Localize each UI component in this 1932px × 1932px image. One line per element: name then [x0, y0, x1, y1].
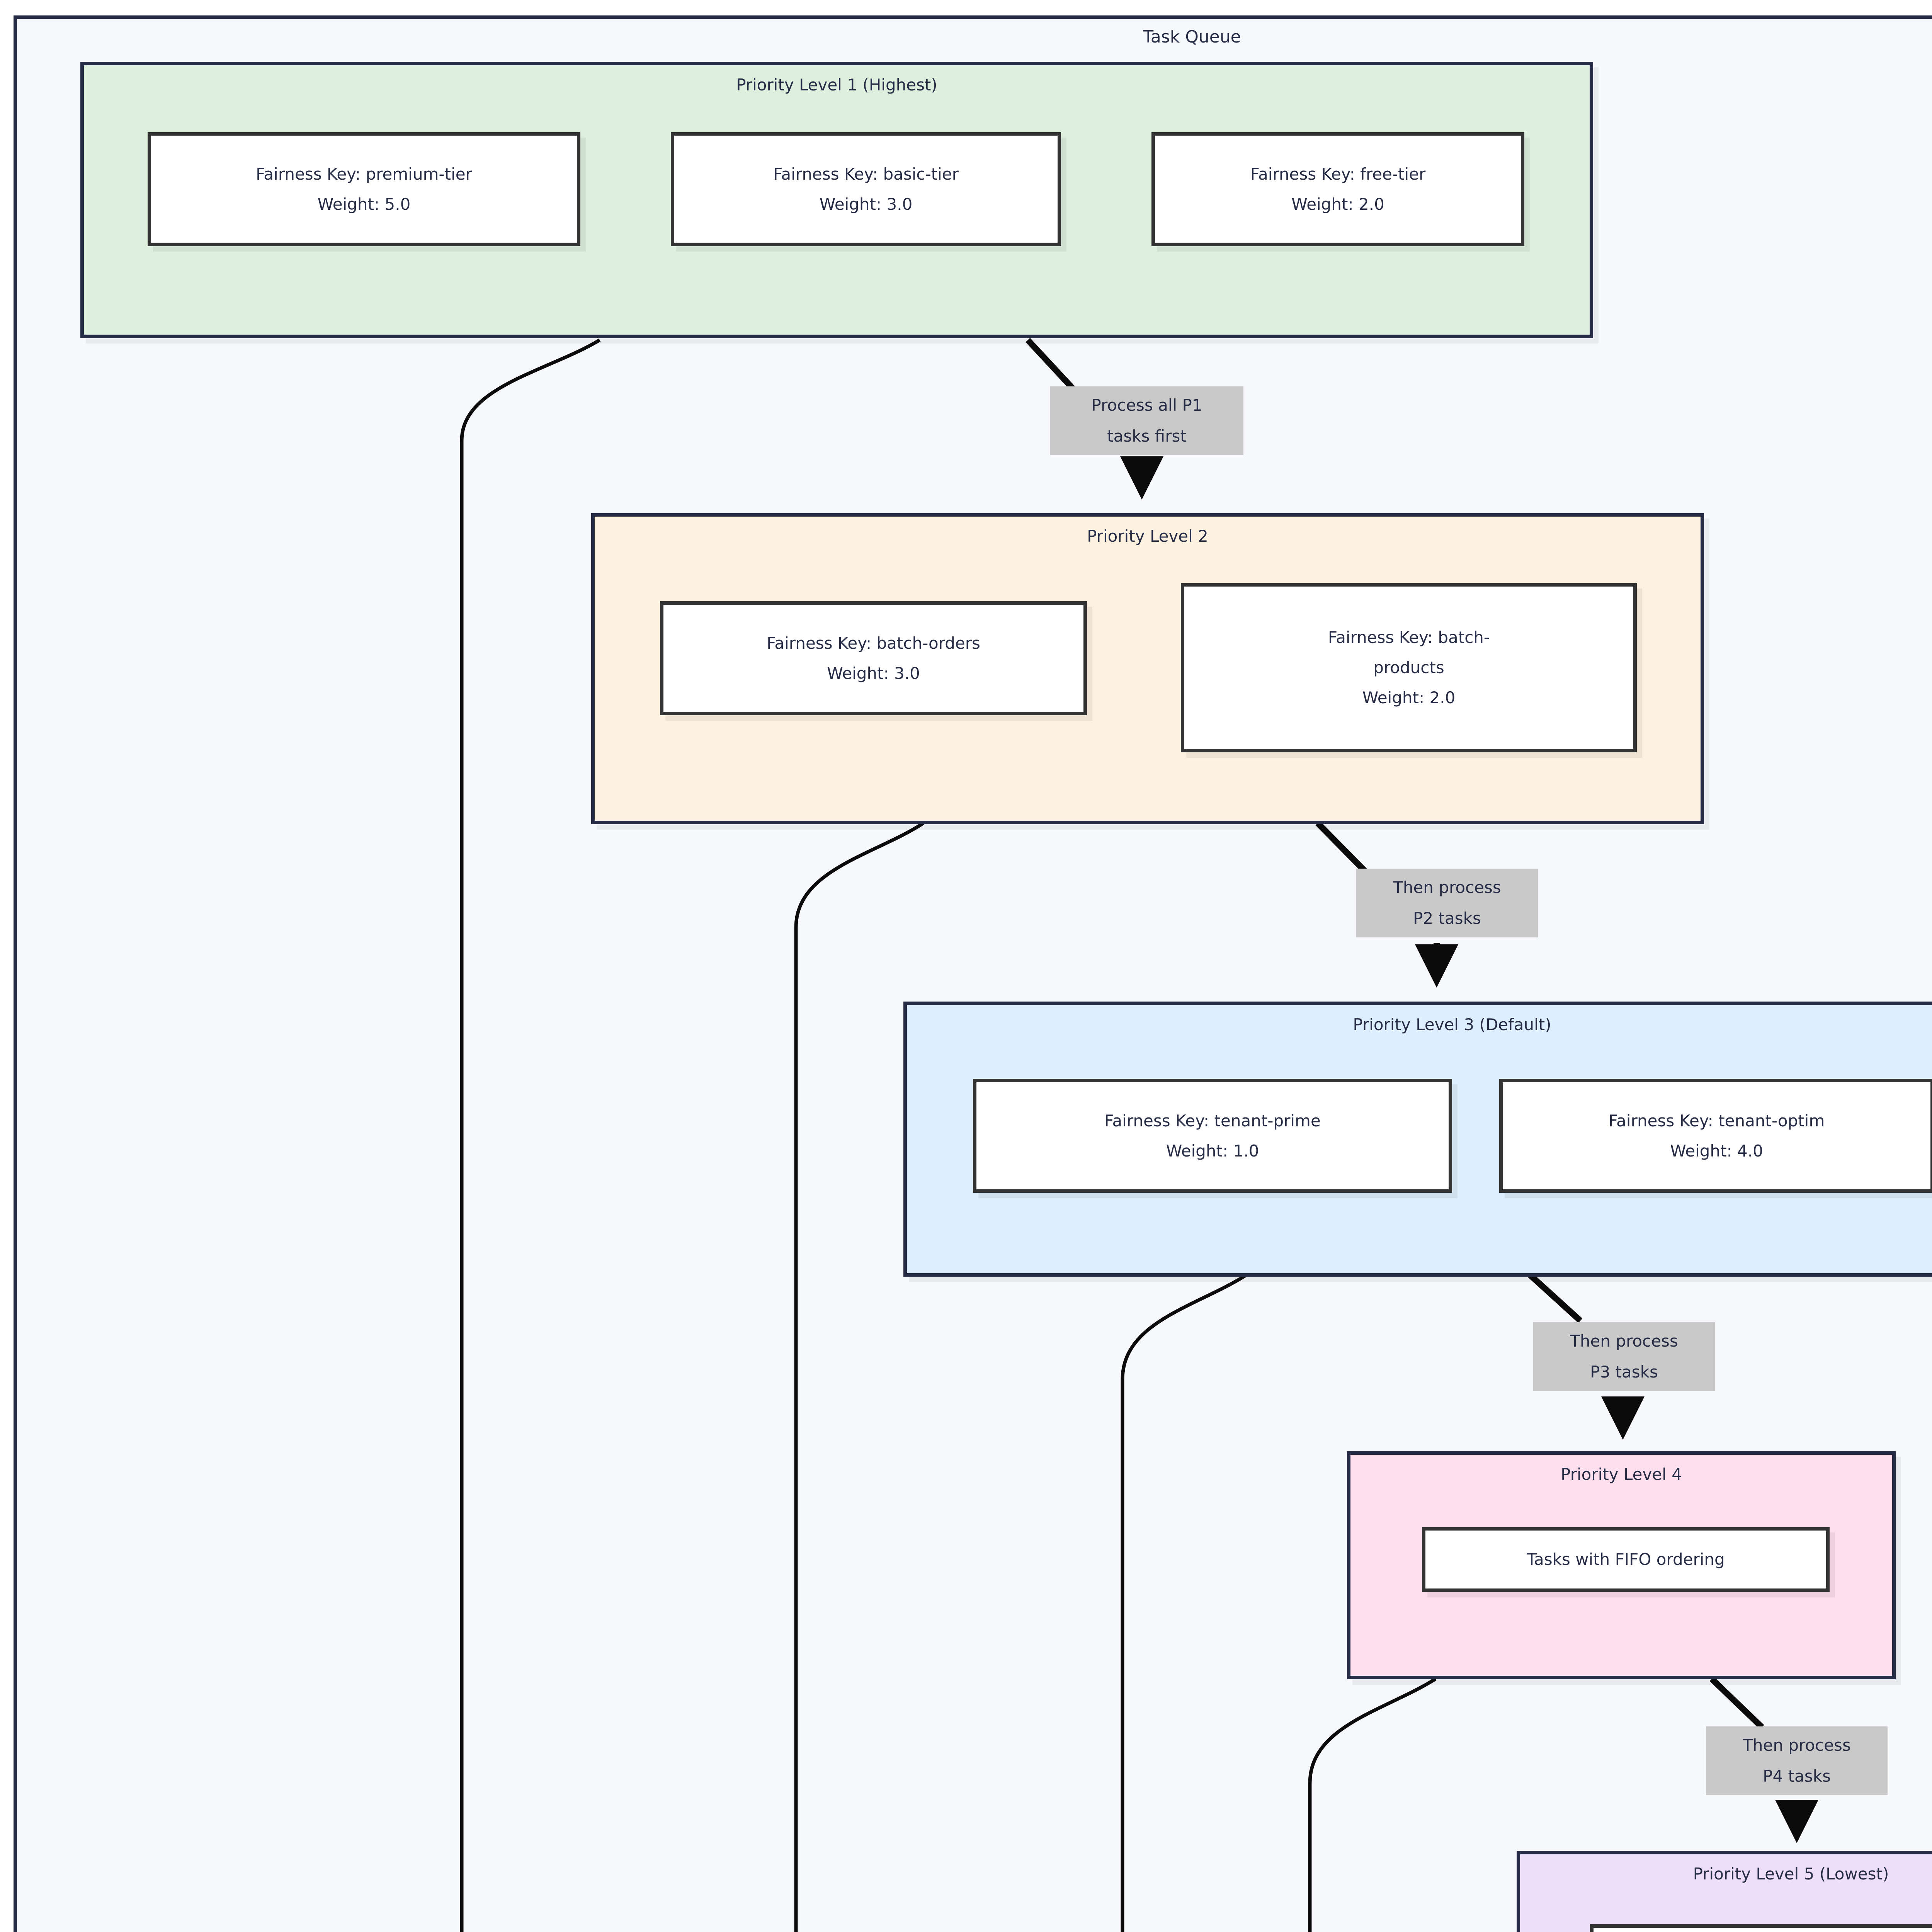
cluster-priority-level-4-title: Priority Level 4	[1561, 1465, 1682, 1484]
edge-label-line2: P4 tasks	[1763, 1767, 1831, 1786]
node-fairness-key-label: Fairness Key: free-tier	[1250, 164, 1426, 184]
node-fairness-key-label: Fairness Key: tenant-optim	[1608, 1111, 1825, 1130]
node-weight-label: Weight: 4.0	[1670, 1141, 1763, 1160]
cluster-priority-level-5-title: Priority Level 5 (Lowest)	[1693, 1864, 1889, 1883]
edge-label-line1: Then process	[1393, 878, 1501, 897]
node-fairness-free-tier[interactable]: Fairness Key: free-tier Weight: 2.0	[1151, 132, 1524, 246]
edge-label-then-process-p3: Then process P3 tasks	[1533, 1322, 1715, 1391]
edge-p2-to-workers	[794, 821, 925, 1932]
node-fairness-key-label: Fairness Key: batch-	[1328, 628, 1490, 647]
node-weight-label: Weight: 3.0	[819, 194, 913, 214]
node-fairness-key-label-cont: products	[1373, 658, 1444, 677]
edge-p3-to-workers	[1121, 1274, 1247, 1932]
edge-p3-to-p4	[1528, 1273, 1583, 1323]
node-p5-fifo-tasks[interactable]: Tasks with FIFO ordering	[1590, 1924, 1932, 1932]
node-weight-label: Weight: 1.0	[1166, 1141, 1259, 1160]
node-weight-label: Weight: 2.0	[1291, 194, 1384, 214]
node-fairness-tenant-prime[interactable]: Fairness Key: tenant-prime Weight: 1.0	[973, 1079, 1452, 1193]
cluster-priority-level-1-title: Priority Level 1 (Highest)	[736, 75, 937, 94]
node-fairness-batch-orders[interactable]: Fairness Key: batch-orders Weight: 3.0	[660, 601, 1087, 715]
edge-p4-to-workers	[1308, 1677, 1437, 1932]
node-fairness-basic-tier[interactable]: Fairness Key: basic-tier Weight: 3.0	[671, 132, 1061, 246]
node-fairness-premium-tier[interactable]: Fairness Key: premium-tier Weight: 5.0	[148, 132, 580, 246]
cluster-task-queue-title: Task Queue	[1143, 27, 1241, 47]
edge-label-line1: Then process	[1570, 1332, 1678, 1351]
node-fifo-label: Tasks with FIFO ordering	[1527, 1550, 1725, 1569]
edge-label-line1: Then process	[1743, 1736, 1851, 1755]
cluster-priority-level-3-title: Priority Level 3 (Default)	[1353, 1015, 1551, 1034]
node-weight-label: Weight: 5.0	[317, 194, 411, 214]
node-p4-fifo-tasks[interactable]: Tasks with FIFO ordering	[1422, 1527, 1830, 1592]
edge-p4-to-p5	[1709, 1677, 1764, 1730]
edge-label-then-process-p4: Then process P4 tasks	[1706, 1726, 1888, 1795]
edge-label-process-all-p1: Process all P1 tasks first	[1050, 386, 1243, 455]
cluster-priority-level-2-title: Priority Level 2	[1087, 527, 1208, 546]
node-fairness-key-label: Fairness Key: premium-tier	[256, 164, 472, 184]
node-fairness-key-label: Fairness Key: tenant-prime	[1104, 1111, 1321, 1130]
node-fairness-tenant-optim[interactable]: Fairness Key: tenant-optim Weight: 4.0	[1499, 1079, 1932, 1193]
edge-p2-to-p3	[1315, 821, 1370, 876]
edge-p1-to-p2	[1026, 338, 1080, 396]
node-fairness-key-label: Fairness Key: basic-tier	[773, 164, 959, 184]
cluster-priority-level-5	[1517, 1851, 1932, 1932]
node-weight-label: Weight: 2.0	[1362, 688, 1456, 707]
node-fairness-key-label: Fairness Key: batch-orders	[767, 633, 980, 653]
edge-label-line2: P3 tasks	[1590, 1362, 1658, 1381]
edge-p1-to-workers	[460, 338, 601, 1932]
edge-label-line2: tasks first	[1107, 427, 1187, 446]
edge-label-then-process-p2: Then process P2 tasks	[1356, 869, 1538, 937]
edge-label-line2: P2 tasks	[1413, 909, 1481, 928]
node-fairness-batch-products[interactable]: Fairness Key: batch- products Weight: 2.…	[1181, 583, 1637, 752]
node-weight-label: Weight: 3.0	[827, 663, 920, 683]
edge-label-line1: Process all P1	[1091, 396, 1202, 415]
